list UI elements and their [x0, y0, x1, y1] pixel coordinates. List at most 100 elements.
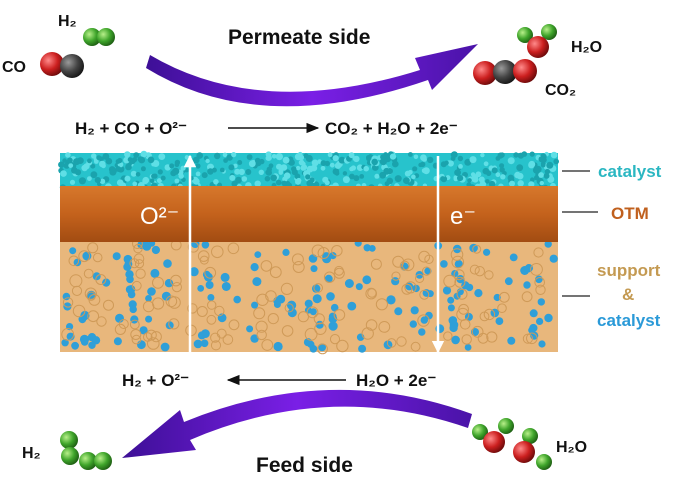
catalyst-particle: [500, 174, 506, 180]
catalyst-particle: [528, 162, 535, 169]
support-pore: [375, 298, 388, 311]
catalyst-particle: [237, 160, 243, 165]
support-particle: [465, 283, 474, 292]
support-particle: [309, 345, 318, 353]
catalyst-particle: [160, 175, 166, 181]
catalyst-particle: [207, 168, 214, 175]
support-pore: [133, 253, 145, 265]
support-pore: [88, 294, 101, 306]
support-particle: [129, 305, 137, 314]
catalyst-particle: [457, 155, 464, 162]
feed-flow-arrow: [122, 389, 472, 458]
support-particle: [464, 344, 472, 351]
support-pore: [378, 321, 391, 333]
support-pore: [498, 291, 510, 303]
support-particle: [544, 313, 553, 323]
catalyst-label: catalyst: [598, 162, 662, 181]
catalyst-particle: [403, 177, 410, 185]
support-particle: [449, 323, 458, 333]
support-particle: [358, 344, 367, 353]
catalyst-particle: [310, 164, 318, 172]
support-particle: [328, 314, 338, 324]
catalyst-particle: [147, 156, 155, 164]
catalyst-particle: [380, 154, 386, 160]
permeate-co2-label: CO₂: [545, 82, 576, 99]
catalyst-particle: [413, 154, 419, 160]
support-pore: [61, 328, 75, 341]
catalyst-particle: [329, 162, 335, 168]
support-pore: [78, 250, 91, 263]
support-pore: [533, 247, 544, 258]
support-particle: [426, 290, 434, 298]
support-pore: [456, 288, 468, 300]
support-catalyst-label: catalyst: [597, 311, 661, 330]
support-particle: [276, 294, 286, 304]
support-pore: [415, 273, 425, 283]
catalyst-particle: [334, 162, 342, 169]
support-pore: [253, 307, 266, 320]
catalyst-particle: [422, 167, 430, 175]
support-particle: [523, 281, 531, 289]
support-particle: [493, 293, 501, 302]
catalyst-particle: [546, 161, 554, 169]
support-pore: [284, 303, 294, 313]
catalyst-particle: [499, 163, 505, 169]
support-particle: [310, 265, 318, 273]
catalyst-particle: [499, 167, 505, 173]
h2-molecule-top: [83, 28, 115, 46]
catalyst-particle: [78, 177, 86, 185]
support-pore: [450, 248, 464, 261]
permeate-h2-label: H₂: [58, 13, 77, 30]
support-particle: [115, 313, 124, 323]
catalyst-particle: [156, 178, 162, 184]
catalyst-particle: [342, 171, 348, 176]
catalyst-particle: [275, 153, 283, 161]
support-pore: [281, 325, 294, 337]
catalyst-particle: [65, 152, 71, 158]
support-pore: [453, 269, 465, 281]
support-particle: [538, 340, 546, 348]
catalyst-particle: [254, 180, 261, 187]
support-particle: [344, 279, 354, 288]
catalyst-particle: [184, 155, 190, 160]
catalyst-particle: [305, 155, 313, 162]
support-pore: [222, 334, 234, 345]
catalyst-particle: [538, 156, 545, 163]
catalyst-particle: [475, 171, 482, 178]
support-pore: [458, 303, 470, 315]
support-particle: [163, 259, 172, 268]
catalyst-particle: [58, 161, 65, 168]
catalyst-particle: [275, 179, 282, 186]
support-particle: [197, 285, 205, 292]
support-pore: [255, 320, 268, 333]
support-particle: [440, 260, 448, 268]
catalyst-particle: [509, 180, 515, 187]
support-pore: [484, 270, 494, 280]
support-particle: [127, 290, 136, 299]
bottom-reaction-products: H₂ + O²⁻: [122, 371, 189, 390]
support-particle: [318, 343, 326, 352]
catalyst-particle: [254, 157, 261, 164]
support-pore: [370, 258, 382, 270]
support-particle: [66, 332, 75, 341]
support-pore: [168, 296, 181, 309]
support-particle: [78, 315, 87, 324]
support-pore: [87, 242, 99, 254]
h2o-molecule-top: [517, 24, 557, 58]
support-pore: [196, 306, 208, 317]
catalyst-particle: [374, 173, 380, 179]
support-particle: [304, 306, 312, 314]
support-particle: [330, 303, 339, 312]
catalyst-particle: [278, 170, 283, 175]
support-pore: [333, 267, 345, 279]
catalyst-particle: [115, 159, 121, 164]
catalyst-particle: [142, 176, 150, 184]
catalyst-particle: [379, 158, 387, 166]
support-particle: [207, 294, 215, 301]
catalyst-particle: [485, 179, 490, 184]
support-particle: [355, 283, 363, 291]
catalyst-particle: [294, 153, 302, 161]
support-particle: [394, 307, 403, 316]
support-pore: [472, 244, 482, 254]
support-pore: [386, 338, 397, 348]
